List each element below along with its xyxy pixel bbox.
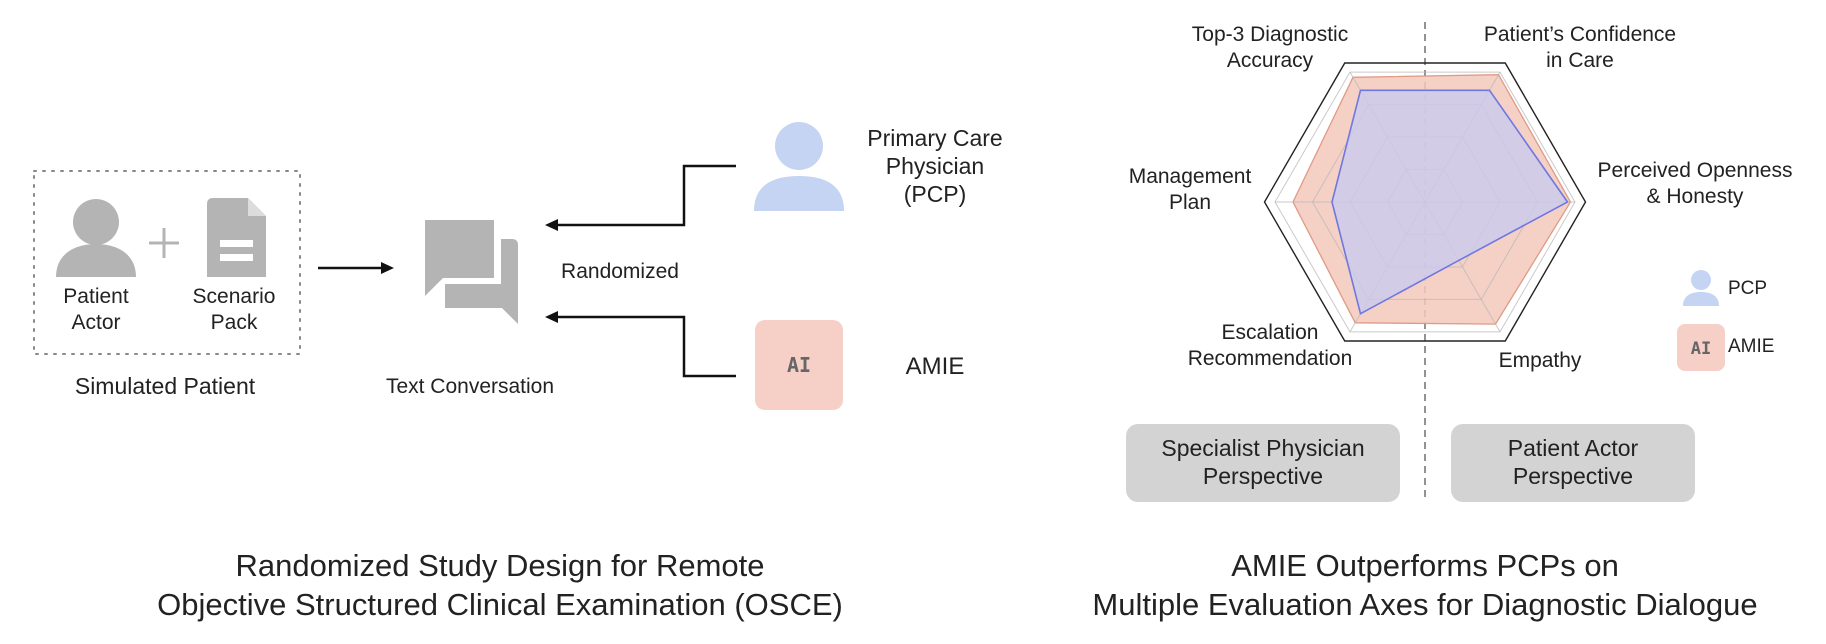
plus-icon [149,228,179,258]
radar-chart [1263,62,1587,342]
legend-amie-icon: AI [1677,324,1725,371]
legend-amie-label: AMIE [1728,336,1775,357]
left-caption: Randomized Study Design for Remote Objec… [157,548,843,623]
radar-series-pcp [1331,89,1569,315]
axis-label-empathy: Empathy [1498,349,1582,372]
legend-ai-badge-text: AI [1691,339,1711,359]
axis-label-patient-confidence: Patient’s Confidence in Care [1483,23,1677,72]
radar-outer-frame [1263,62,1587,342]
legend-pcp-icon [1683,270,1719,306]
axis-label-management-plan: Management Plan [1128,165,1252,214]
pcp-label: Primary Care Physician (PCP) [867,125,1003,208]
ai-badge-text: AI [787,353,811,377]
right-caption: AMIE Outperforms PCPs on Multiple Evalua… [1092,548,1758,623]
randomized-label: Randomized [561,260,679,283]
patient-perspective-label: Patient Actor Perspective [1507,435,1639,490]
axis-label-perceived-openness: Perceived Openness & Honesty [1597,159,1793,208]
randomized-arrows [556,164,736,378]
patient-perspective-pill [1451,424,1695,502]
document-icon [207,198,266,277]
amie-label: AMIE [905,353,965,380]
amie-ai-badge-icon: AI [755,320,843,410]
arrowhead-upper [545,219,558,231]
patient-actor-label: Patient Actor [63,285,129,334]
pcp-person-icon [754,122,844,211]
specialist-perspective-label: Specialist Physician Perspective [1161,435,1365,490]
arrowhead-lower [545,311,558,323]
axis-label-top-3-diagnostic-accuracy: Top-3 Diagnostic Accuracy [1191,23,1349,72]
legend-pcp-label: PCP [1728,278,1768,299]
simulated-patient-label: Simulated Patient [74,373,256,399]
scenario-pack-label: Scenario Pack [192,285,276,334]
arrow-to-conversation [318,262,394,274]
axis-label-escalation-recommendation: Escalation Recommendation [1187,321,1353,370]
specialist-perspective-pill [1126,424,1400,502]
chat-icon [425,220,518,324]
patient-actor-icon [56,199,136,277]
text-conversation-label: Text Conversation [385,375,555,398]
